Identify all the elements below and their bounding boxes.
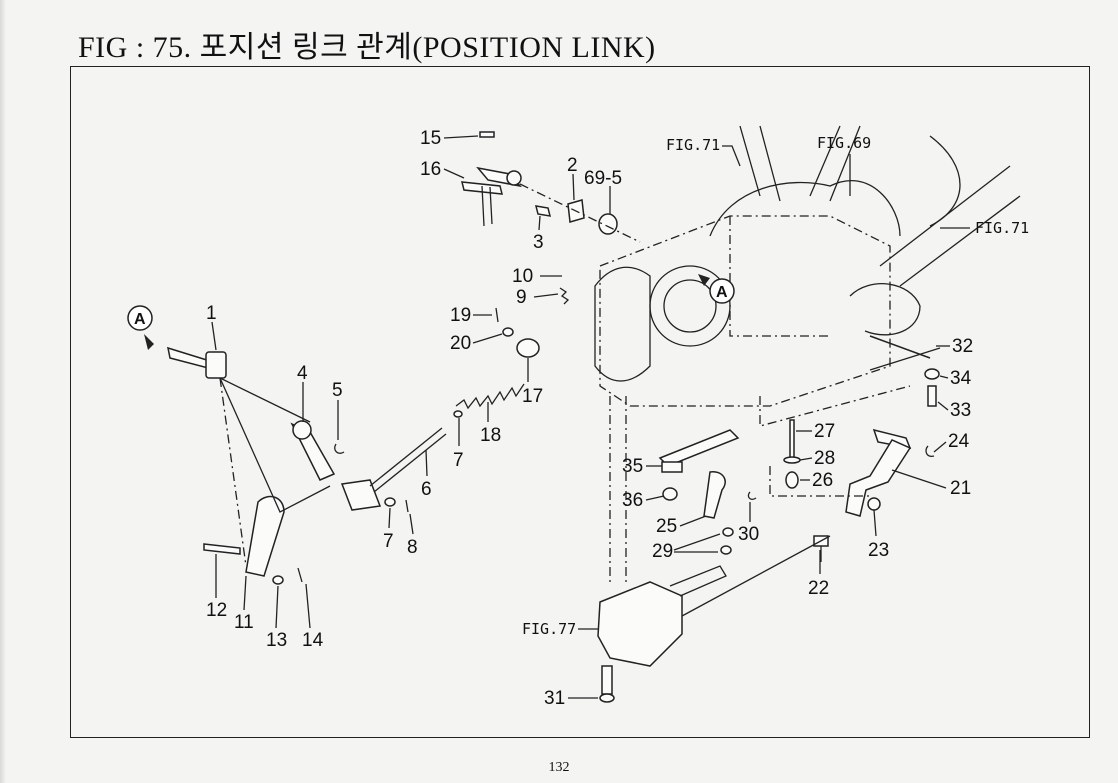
label-22: 22 (808, 578, 829, 599)
label-31: 31 (544, 688, 565, 709)
label-21: 21 (950, 478, 971, 499)
scan-edge (0, 0, 6, 783)
control-valve (597, 535, 831, 703)
label-34: 34 (950, 368, 972, 389)
label-8: 8 (407, 537, 418, 558)
label-28: 28 (814, 448, 835, 469)
label-3: 3 (533, 232, 544, 253)
label-1: 1 (206, 303, 217, 324)
position-link-diagram: FIG.71 FIG.69 FIG.71 FIG.77 A A (127, 125, 1029, 709)
label-19: 19 (450, 305, 471, 326)
fig-ref-69: FIG.69 (817, 134, 871, 152)
fig-ref-71-right: FIG.71 (975, 219, 1029, 237)
marker-a-left: A (127, 305, 154, 350)
label-7-b: 7 (383, 531, 394, 552)
label-4: 4 (297, 363, 308, 384)
label-27: 27 (814, 421, 835, 442)
label-29: 29 (652, 541, 673, 562)
label-10: 10 (512, 266, 533, 287)
label-20: 20 (450, 333, 471, 354)
label-2: 2 (567, 155, 578, 176)
label-32: 32 (952, 336, 973, 357)
label-14: 14 (302, 630, 324, 651)
label-23: 23 (868, 540, 889, 561)
label-17: 17 (522, 386, 543, 407)
page-number: 132 (548, 760, 570, 775)
diagram-frame (70, 66, 1090, 738)
label-69-5: 69-5 (584, 168, 622, 189)
transmission-housing (594, 125, 1021, 407)
label-12: 12 (206, 600, 227, 621)
part-labels: 1 2 3 4 5 6 7 7 8 9 10 11 12 13 14 15 16… (206, 128, 973, 709)
label-18: 18 (480, 425, 501, 446)
label-5: 5 (332, 380, 343, 401)
label-11: 11 (234, 612, 254, 633)
marker-a-right: A (698, 274, 735, 304)
svg-text:A: A (134, 311, 146, 328)
label-6: 6 (421, 479, 432, 500)
svg-text:A: A (716, 284, 728, 301)
label-33: 33 (950, 400, 971, 421)
label-30: 30 (738, 524, 759, 545)
label-7-a: 7 (453, 450, 464, 471)
label-24: 24 (948, 431, 970, 452)
linkage-parts (167, 287, 570, 585)
label-13: 13 (266, 630, 287, 651)
label-15: 15 (420, 128, 441, 149)
label-26: 26 (812, 470, 833, 491)
label-16: 16 (420, 159, 441, 180)
label-9: 9 (516, 287, 527, 308)
top-parts (461, 131, 641, 243)
fig-ref-77: FIG.77 (522, 620, 576, 638)
fig-ref-71-top: FIG.71 (666, 136, 720, 154)
page-title: FIG : 75. 포지션 링크 관계(POSITION LINK) (78, 31, 656, 64)
label-35: 35 (622, 456, 643, 477)
lower-right-parts (609, 335, 941, 586)
label-25: 25 (656, 516, 677, 537)
label-36: 36 (622, 490, 643, 511)
